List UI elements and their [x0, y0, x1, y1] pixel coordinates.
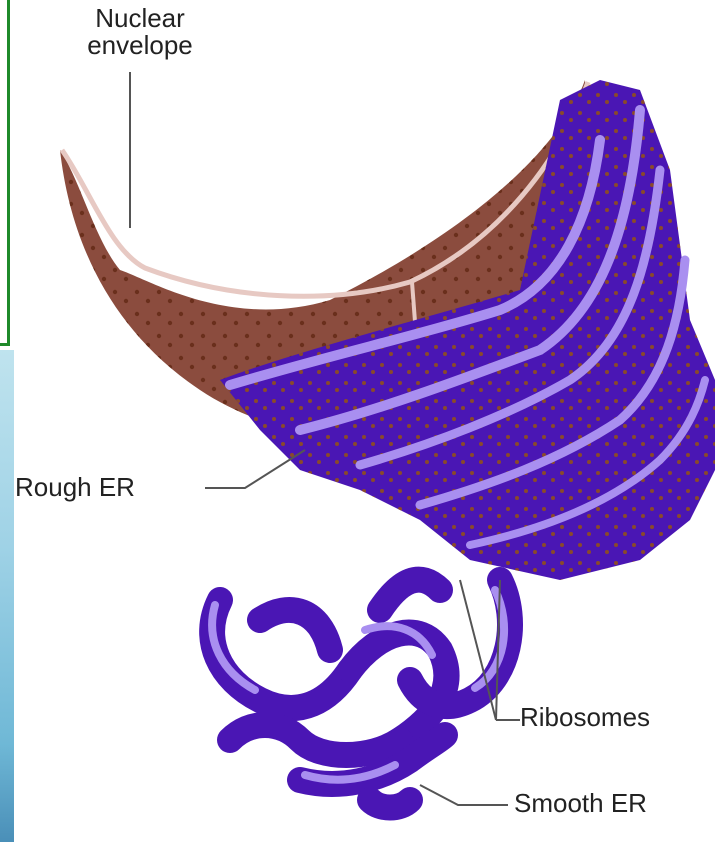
leader-smooth-er: [420, 785, 508, 805]
label-nuclear-envelope-line1: Nuclear: [60, 5, 220, 32]
label-nuclear-envelope: Nuclear envelope: [60, 5, 220, 59]
label-ribosomes: Ribosomes: [520, 704, 650, 731]
label-smooth-er: Smooth ER: [514, 790, 647, 817]
label-nuclear-envelope-line2: envelope: [60, 32, 220, 59]
label-rough-er: Rough ER: [15, 474, 135, 501]
